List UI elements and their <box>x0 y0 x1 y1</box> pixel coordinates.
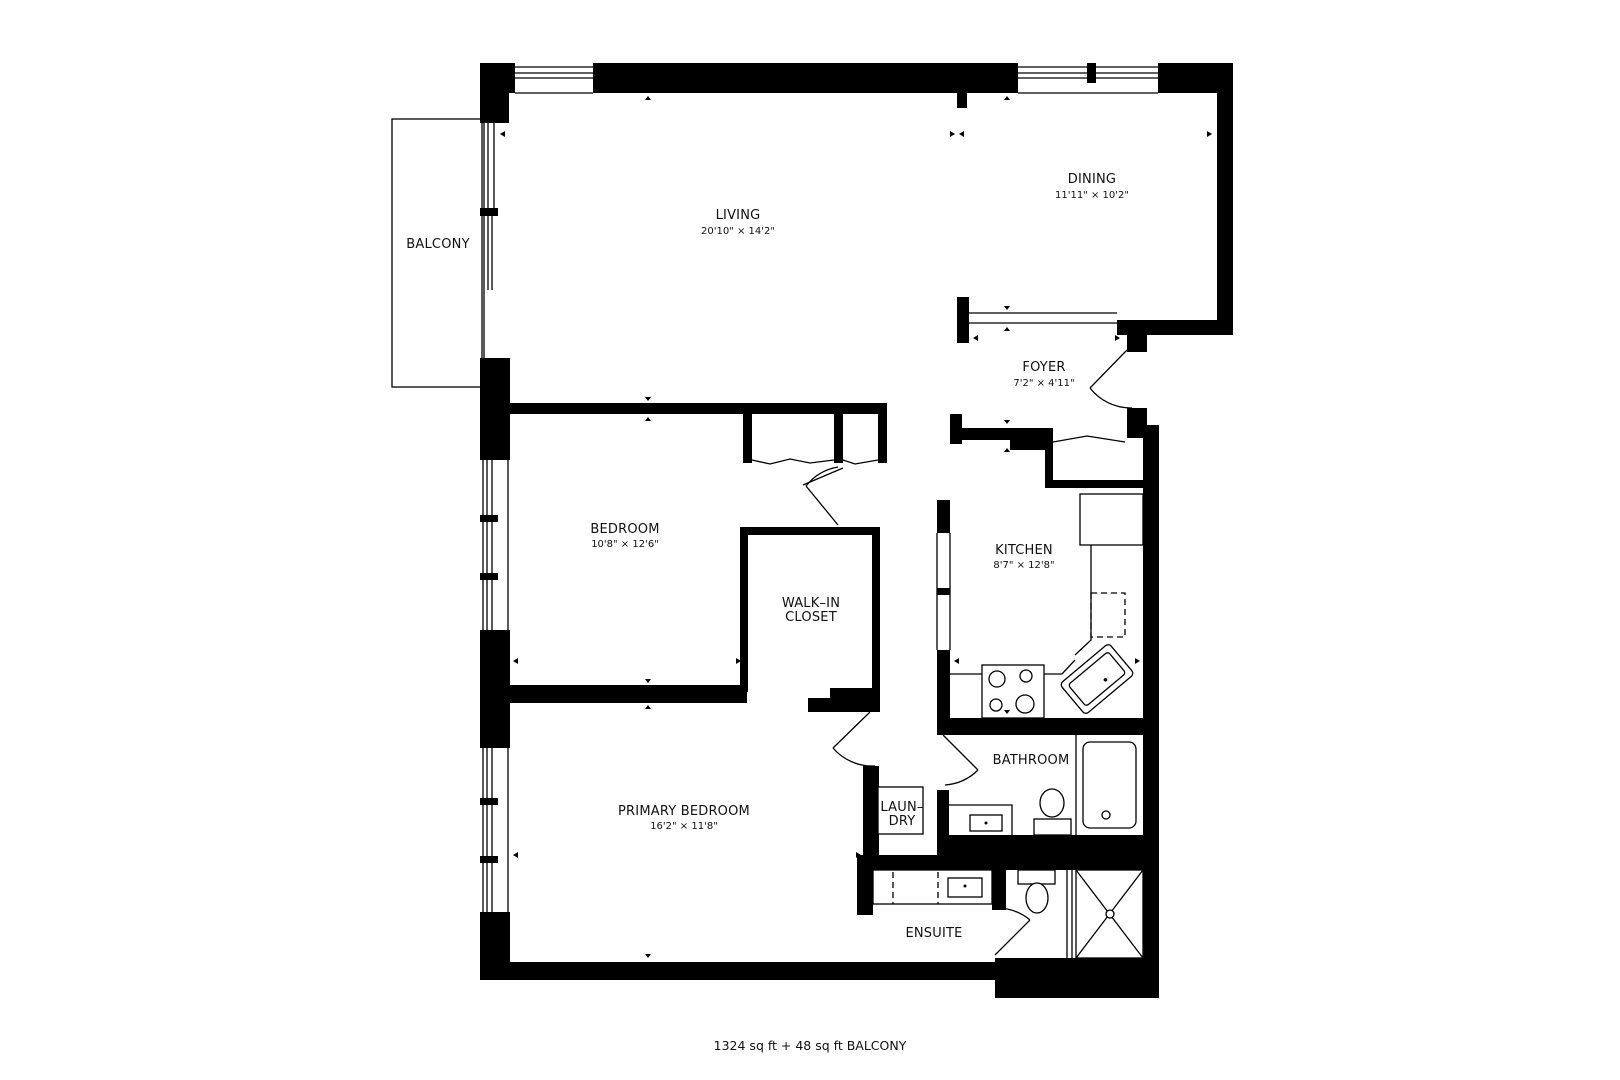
room-dims-kitchen: 8'7" × 12'8" <box>993 560 1054 571</box>
room-name-laundry-line1: LAUN– <box>880 800 923 815</box>
room-name-foyer: FOYER <box>1022 360 1065 375</box>
room-name-walk-in-closet-line1: WALK–IN <box>782 596 840 611</box>
room-name-primary-bedroom: PRIMARY BEDROOM <box>618 804 750 819</box>
room-name-balcony: BALCONY <box>406 237 469 252</box>
room-name-dining: DINING <box>1068 172 1116 187</box>
doors <box>751 349 1133 956</box>
windows <box>482 66 1158 912</box>
room-dims-living: 20'10" × 14'2" <box>701 226 775 237</box>
room-name-bathroom: BATHROOM <box>993 753 1070 768</box>
room-name-bedroom: BEDROOM <box>590 522 659 537</box>
room-dims-foyer: 7'2" × 4'11" <box>1013 378 1074 389</box>
total-area-caption: 1324 sq ft + 48 sq ft BALCONY <box>714 1038 907 1053</box>
room-name-laundry-line2: DRY <box>889 814 916 829</box>
room-labels: LIVING 20'10" × 14'2" DINING 11'11" × 10… <box>406 172 1129 941</box>
dimension-markers <box>500 96 1212 958</box>
balcony-area <box>391 118 483 388</box>
room-name-ensuite: ENSUITE <box>905 926 962 941</box>
room-dims-bedroom: 10'8" × 12'6" <box>591 539 659 550</box>
room-name-kitchen: KITCHEN <box>995 543 1053 558</box>
room-dims-dining: 11'11" × 10'2" <box>1055 190 1129 201</box>
room-dims-primary-bedroom: 16'2" × 11'8" <box>650 821 718 832</box>
interior-walls <box>495 403 1159 915</box>
room-name-walk-in-closet-line2: CLOSET <box>785 610 837 625</box>
fixtures <box>872 493 1144 959</box>
room-name-living: LIVING <box>716 208 761 223</box>
